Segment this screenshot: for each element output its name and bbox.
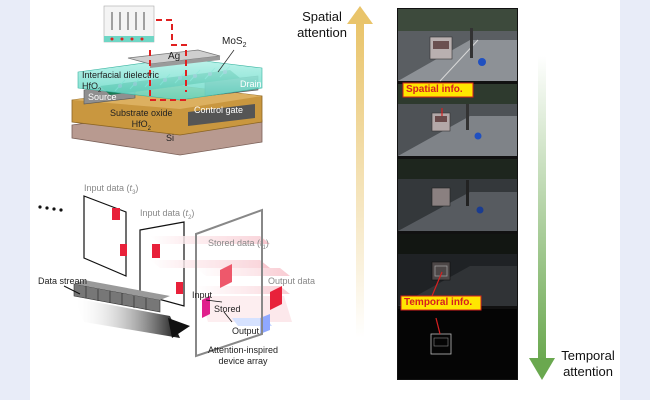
output-label: Output bbox=[232, 326, 260, 336]
input-data-t2-label: Input data (t2) bbox=[140, 208, 195, 221]
output-data-label: Output data bbox=[268, 276, 316, 286]
inset-charges bbox=[110, 37, 144, 41]
source-label: Source bbox=[88, 92, 117, 102]
spatial-attention-head bbox=[347, 6, 373, 24]
t2-pixel-b bbox=[176, 282, 183, 294]
inset-dielectric bbox=[104, 36, 154, 42]
mos2-leader bbox=[217, 49, 235, 73]
stored-label: Stored bbox=[214, 304, 241, 314]
stored-data-t1-label: Stored data (t1) bbox=[208, 238, 269, 251]
dataflow-diagram bbox=[38, 195, 292, 358]
temporal-info-label: Temporal info. bbox=[404, 297, 473, 308]
control-gate-label: Control gate bbox=[194, 105, 244, 115]
stored-bar-3 bbox=[196, 268, 290, 276]
output-data-pixel bbox=[270, 286, 282, 310]
input-pixel bbox=[202, 296, 210, 318]
spatial-info-label: Spatial info. bbox=[406, 84, 463, 95]
photo-frame-3 bbox=[398, 159, 517, 231]
t3-pixel-b bbox=[120, 244, 127, 256]
stored-bar-1 bbox=[150, 236, 270, 244]
photo-frame-1 bbox=[398, 9, 517, 82]
zoom-frame-dashed-lower bbox=[149, 50, 186, 101]
t2-pixel-a bbox=[152, 244, 160, 258]
photo-frame-5 bbox=[398, 309, 517, 379]
temporal-info-box bbox=[400, 295, 482, 311]
data-stream-belt bbox=[73, 280, 170, 313]
data-stream-label: Data stream bbox=[38, 276, 88, 286]
t3-pixel-a bbox=[112, 208, 120, 220]
stored-arrow bbox=[223, 311, 233, 323]
temporal-attention-shaft bbox=[538, 56, 546, 362]
si-label: Si bbox=[166, 133, 175, 143]
spatial-info-box bbox=[402, 82, 474, 98]
device-array-plane bbox=[195, 208, 263, 358]
mos2-label: MoS2 bbox=[222, 36, 247, 49]
photo-strip bbox=[397, 8, 518, 380]
temporal-attention-head bbox=[529, 358, 555, 380]
control-gate-bar bbox=[188, 104, 255, 126]
stored-data-pixel bbox=[220, 264, 232, 288]
input-arrow bbox=[205, 299, 223, 303]
data-stream-arrow bbox=[74, 298, 180, 338]
data-stream-arrowhead bbox=[168, 318, 190, 338]
ag-label: Ag bbox=[168, 51, 181, 62]
dotted-stream bbox=[38, 205, 63, 212]
input-data-t3-label: Input data (t3) bbox=[84, 183, 139, 196]
stored-bar-4 bbox=[196, 286, 290, 294]
zoom-frame-dashed bbox=[136, 19, 187, 92]
data-stream-leader bbox=[63, 285, 81, 295]
photo-frame-4 bbox=[398, 234, 517, 306]
input-label: Input bbox=[192, 290, 213, 300]
stored-bar-2 bbox=[150, 260, 270, 268]
inset-arrows bbox=[111, 12, 145, 30]
device-stack bbox=[71, 5, 263, 156]
drain-label: Drain bbox=[240, 79, 262, 89]
spatial-attention-shaft bbox=[356, 22, 364, 338]
